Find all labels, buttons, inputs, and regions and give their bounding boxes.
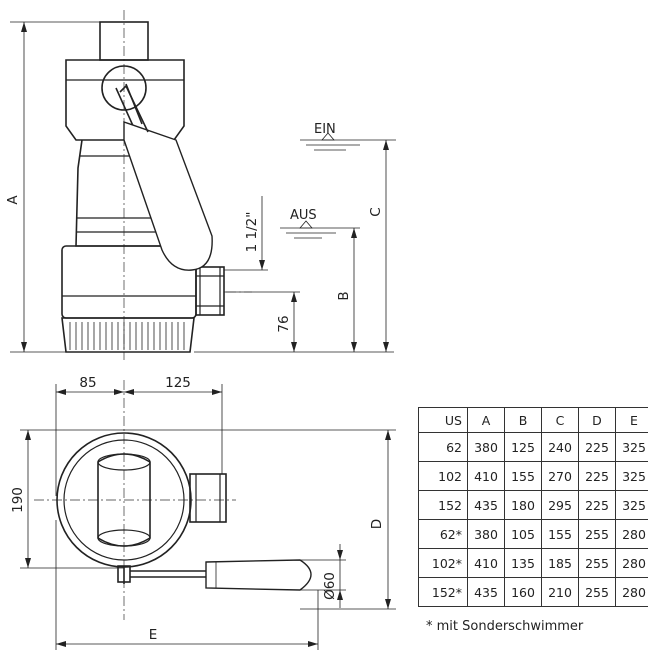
table-cell: 295 (541, 490, 579, 520)
dim-thread: 1 1/2" (224, 196, 268, 271)
table-cell: 435 (467, 577, 505, 607)
table-cell: 62 (418, 432, 468, 462)
dim-190: 190 (10, 429, 124, 569)
table-cell: 325 (615, 432, 648, 462)
table-cell: 225 (578, 432, 616, 462)
dim-85-125: 85 125 (55, 375, 223, 496)
table-cell: 135 (504, 548, 542, 578)
dim-76: 76 (224, 291, 300, 352)
table-cell: 210 (541, 577, 579, 607)
dim-d: D (124, 429, 396, 610)
dim-190-label: 190 (10, 487, 26, 513)
thread-label: 1 1/2" (244, 212, 260, 253)
col-header: C (541, 407, 579, 433)
aus-label: AUS (290, 208, 317, 223)
table-cell: 255 (578, 577, 616, 607)
dim-b: B (336, 228, 357, 352)
table-cell: 160 (504, 577, 542, 607)
table-cell: 435 (467, 490, 505, 520)
dim-125-label: 125 (165, 375, 191, 391)
table-header-row: US A B C D E (418, 407, 648, 433)
table-cell: 102* (418, 548, 468, 578)
table-cell: 280 (615, 519, 648, 549)
table-cell: 180 (504, 490, 542, 520)
table-cell: 225 (578, 461, 616, 491)
table-cell: 255 (578, 548, 616, 578)
table-cell: 410 (467, 461, 505, 491)
table-cell: 280 (615, 548, 648, 578)
table-cell: 102 (418, 461, 468, 491)
dim-e-label: E (149, 627, 158, 643)
col-header: B (504, 407, 542, 433)
col-header: D (578, 407, 616, 433)
table-cell: 380 (467, 519, 505, 549)
level-aus: AUS (280, 208, 360, 239)
dim-c: C (368, 140, 389, 352)
pump-side-view (61, 10, 225, 360)
dim-d-label: D (369, 519, 385, 529)
table-cell: 62* (418, 519, 468, 549)
table-cell: 280 (615, 577, 648, 607)
dim-d60-label: Ø60 (322, 572, 338, 600)
dim-a-label: A (5, 195, 21, 205)
table-cell: 152* (418, 577, 468, 607)
table-cell: 125 (504, 432, 542, 462)
table-cell: 105 (504, 519, 542, 549)
ein-label: EIN (314, 122, 336, 137)
table-cell: 270 (541, 461, 579, 491)
table-cell: 325 (615, 490, 648, 520)
col-header: A (467, 407, 505, 433)
dim-c-label: C (368, 207, 384, 216)
table-cell: 410 (467, 548, 505, 578)
dim-e: E (55, 520, 319, 650)
table-cell: 255 (578, 519, 616, 549)
table-cell: 185 (541, 548, 579, 578)
col-header: E (615, 407, 648, 433)
footnote: * mit Sonderschwimmer (426, 619, 584, 634)
table-cell: 325 (615, 461, 648, 491)
table-cell: 155 (504, 461, 542, 491)
dim-d60: Ø60 (300, 544, 346, 608)
dim-76-label: 76 (276, 315, 292, 332)
table-cell: 380 (467, 432, 505, 462)
level-ein: EIN (300, 122, 396, 151)
table-cell: 225 (578, 490, 616, 520)
col-header: US (418, 407, 468, 433)
table-cell: 155 (541, 519, 579, 549)
dim-a: A (5, 21, 100, 353)
dim-85-label: 85 (79, 375, 96, 391)
pump-top-view (34, 380, 312, 620)
dim-b-label: B (336, 291, 352, 300)
table-cell: 240 (541, 432, 579, 462)
table-cell: 152 (418, 490, 468, 520)
